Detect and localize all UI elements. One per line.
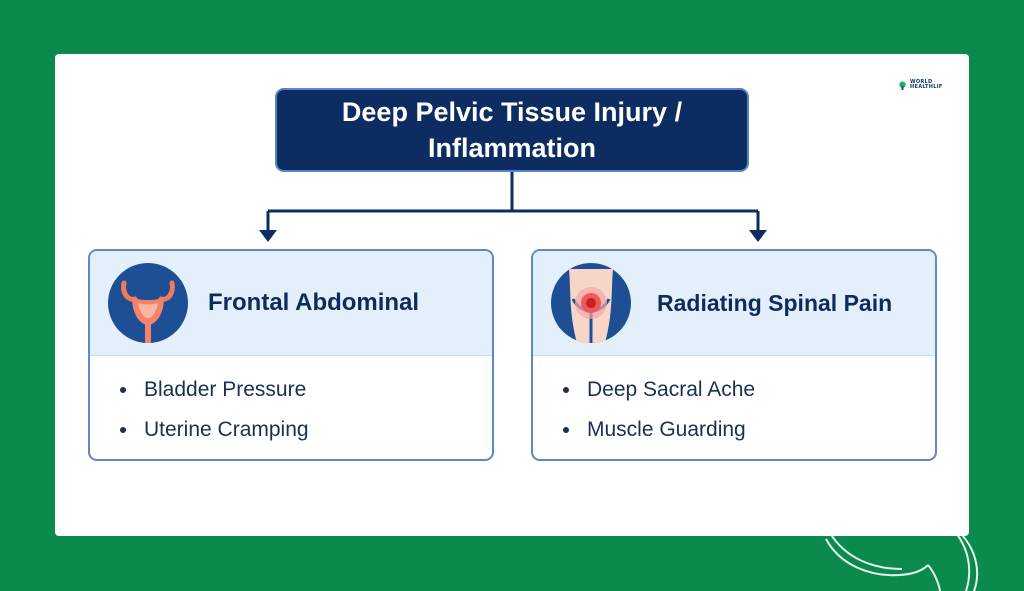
branch-header: Frontal Abdominal: [90, 251, 492, 356]
diagram-card: WORLD HEALTHLIF Deep Pelvic Tissue Injur…: [55, 54, 969, 536]
list-item-label: Muscle Guarding: [587, 418, 746, 441]
list-item: Uterine Cramping: [120, 410, 492, 450]
bullet-icon: [563, 427, 569, 433]
bullet-icon: [120, 427, 126, 433]
brand-logo: WORLD HEALTHLIF: [898, 80, 944, 90]
bladder-icon: [108, 263, 188, 343]
branch-title: Radiating Spinal Pain: [657, 289, 893, 316]
branch-title: Frontal Abdominal: [208, 289, 420, 316]
branch-radiating-spinal-pain: Radiating Spinal Pain Deep Sacral Ache M…: [531, 249, 937, 461]
list-item: Muscle Guarding: [563, 410, 935, 450]
symptom-list: Deep Sacral Ache Muscle Guarding: [533, 356, 935, 450]
logo-text: WORLD HEALTHLIF: [910, 79, 943, 90]
list-item-label: Deep Sacral Ache: [587, 378, 756, 401]
list-item-label: Bladder Pressure: [144, 378, 307, 401]
logo-icon: [899, 80, 906, 90]
arrow-right-icon: [749, 230, 767, 242]
list-item-label: Uterine Cramping: [144, 418, 309, 441]
list-item: Bladder Pressure: [120, 370, 492, 410]
bullet-icon: [563, 387, 569, 393]
stethoscope-icon: [825, 532, 979, 591]
symptom-list: Bladder Pressure Uterine Cramping: [90, 356, 492, 450]
connector-lines: [259, 172, 767, 242]
list-item: Deep Sacral Ache: [563, 370, 935, 410]
branch-frontal-abdominal: Frontal Abdominal Bladder Pressure Uteri…: [88, 249, 494, 461]
pelvic-pain-icon: [551, 263, 631, 343]
root-node: Deep Pelvic Tissue Injury / Inflammation: [275, 88, 749, 172]
bullet-icon: [120, 387, 126, 393]
arrow-left-icon: [259, 230, 277, 242]
branch-header: Radiating Spinal Pain: [533, 251, 935, 356]
